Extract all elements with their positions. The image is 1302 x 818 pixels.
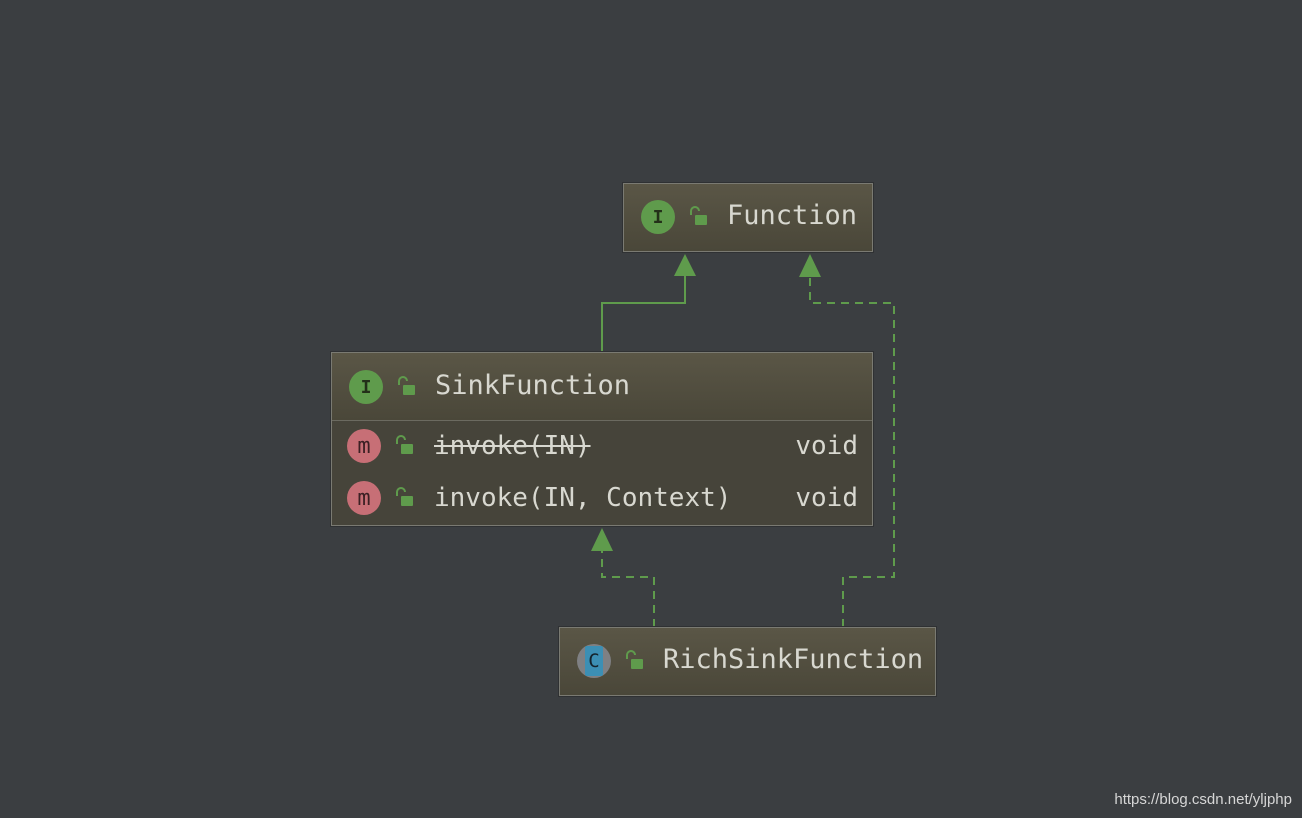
- method-row[interactable]: m invoke(IN, Context) void: [332, 477, 872, 521]
- node-richsinkfunction-name: RichSinkFunction: [663, 644, 924, 675]
- edge-richsink-implements-function: [809, 277, 895, 627]
- edge-sinkfunction-extends-function: [601, 276, 686, 352]
- public-lock-icon: [398, 376, 415, 395]
- node-function-name: Function: [727, 200, 858, 231]
- arrowhead-function-right: [799, 254, 821, 277]
- node-richsinkfunction-header: C RichSinkFunction: [560, 628, 935, 695]
- public-lock-icon: [690, 206, 707, 225]
- method-icon: m: [347, 481, 381, 515]
- method-icon: m: [347, 429, 381, 463]
- arrowhead-function-left: [674, 254, 696, 276]
- watermark-url: https://blog.csdn.net/yljphp: [1114, 791, 1292, 808]
- method-name: invoke(IN): [434, 431, 591, 461]
- node-richsinkfunction[interactable]: C RichSinkFunction: [559, 627, 936, 696]
- interface-icon: I: [641, 200, 675, 234]
- class-icon-letter: C: [585, 646, 603, 676]
- interface-icon: I: [349, 370, 383, 404]
- node-sinkfunction-name: SinkFunction: [435, 370, 631, 401]
- method-return-type: void: [795, 483, 858, 513]
- method-row[interactable]: m invoke(IN) void: [332, 425, 872, 469]
- public-lock-icon: [626, 650, 643, 669]
- method-name: invoke(IN, Context): [434, 483, 732, 513]
- public-lock-icon: [396, 487, 413, 506]
- node-sinkfunction-header: I SinkFunction: [332, 353, 872, 421]
- node-sinkfunction[interactable]: I SinkFunction m invoke(IN) void m invok…: [331, 352, 873, 526]
- node-function[interactable]: I Function: [623, 183, 873, 252]
- class-icon: C: [577, 644, 611, 678]
- public-lock-icon: [396, 435, 413, 454]
- edge-richsink-implements-sinkfunction: [601, 551, 655, 627]
- arrowhead-sinkfunction: [591, 528, 613, 551]
- node-function-header: I Function: [624, 184, 872, 251]
- method-return-type: void: [795, 431, 858, 461]
